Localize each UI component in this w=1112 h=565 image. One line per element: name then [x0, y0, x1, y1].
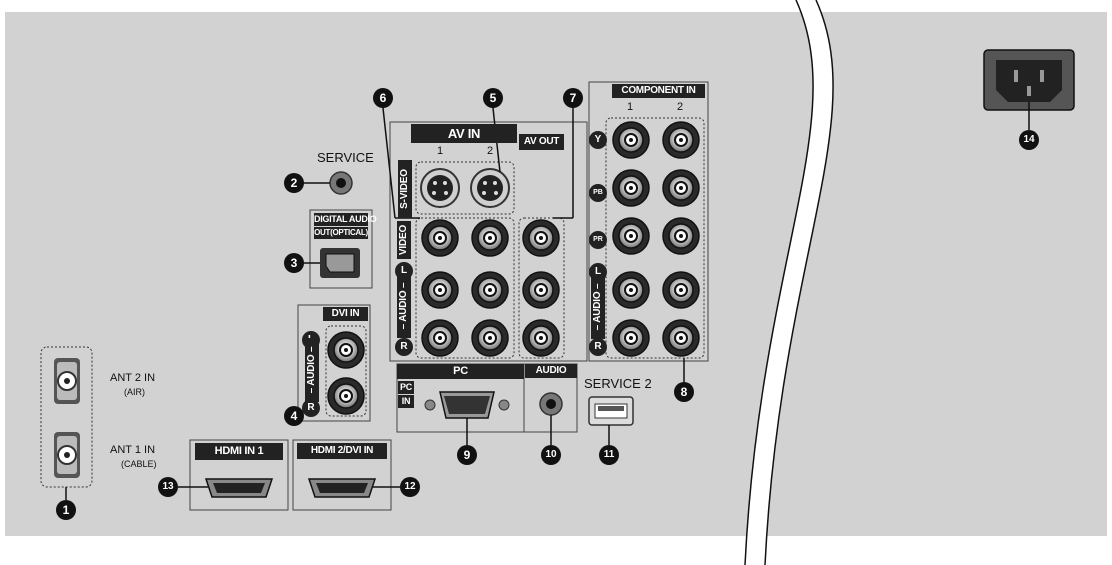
video-label: VIDEO	[397, 221, 411, 259]
comp1-audio-l-jack[interactable]	[612, 271, 650, 309]
dvi-audio-label: – AUDIO –	[305, 338, 319, 402]
ant2-sub-label: (AIR)	[124, 387, 145, 397]
panel-cut-line-right	[764, 0, 834, 565]
dvi-in-label: DVI IN	[323, 307, 368, 321]
s-video-label: S-VIDEO	[398, 160, 412, 218]
optical-out-port[interactable]	[320, 248, 360, 278]
comp2-pb-jack[interactable]	[662, 169, 700, 207]
hdmi2-port[interactable]	[307, 478, 377, 498]
panel-cut-fill	[745, 0, 834, 565]
digital-audio-sub-label: OUT(OPTICAL)	[314, 227, 368, 239]
av-out-label: AV OUT	[519, 134, 564, 150]
comp2-y-jack[interactable]	[662, 121, 700, 159]
ant1-connector[interactable]	[54, 432, 80, 478]
av-in-label: AV IN	[411, 124, 517, 143]
digital-audio-box	[309, 209, 373, 289]
component-1-label: 1	[627, 101, 634, 113]
hdmi1-port[interactable]	[204, 478, 274, 498]
ant2-connector[interactable]	[54, 358, 80, 404]
comp1-pr-jack[interactable]	[612, 217, 650, 255]
av-out-video-jack[interactable]	[522, 219, 560, 257]
av-in1-audio-r-jack[interactable]	[421, 319, 459, 357]
callout-11: 11	[599, 445, 619, 465]
component-pb-badge: PB	[589, 184, 607, 202]
component-group	[605, 117, 705, 359]
av-box	[389, 121, 588, 362]
callout-9: 9	[457, 445, 477, 465]
dvi-box	[297, 304, 371, 422]
ant2-label: ANT 2 IN	[110, 372, 156, 384]
component-pr-badge: PR	[589, 231, 607, 249]
callout-2: 2	[284, 173, 304, 193]
comp1-audio-r-jack[interactable]	[612, 319, 650, 357]
svideo-group	[415, 161, 515, 215]
component-box	[588, 81, 709, 362]
hdmi2-label: HDMI 2/DVI IN	[297, 443, 387, 459]
component-audio-label: – AUDIO –	[591, 275, 605, 339]
comp2-pr-jack[interactable]	[662, 217, 700, 255]
component-y-badge: Y	[589, 131, 607, 149]
callout6-leader-v	[382, 107, 396, 219]
panel-cut-line-left	[744, 0, 814, 565]
dvi-audio-l-jack[interactable]	[327, 331, 365, 369]
av-in2-video-jack[interactable]	[471, 219, 509, 257]
av-in1-audio-l-jack[interactable]	[421, 271, 459, 309]
service2-label: SERVICE 2	[584, 376, 652, 391]
hdmi1-box	[189, 439, 289, 511]
pc-vga-port[interactable]	[424, 391, 510, 419]
dvi-audio-r-badge: R	[302, 399, 320, 417]
comp1-pb-jack[interactable]	[612, 169, 650, 207]
callout-8: 8	[674, 382, 694, 402]
callout-14: 14	[1019, 130, 1039, 150]
component-in-label: COMPONENT IN	[612, 84, 705, 98]
rca-jacks	[327, 121, 700, 415]
service-label: SERVICE	[317, 150, 374, 165]
av-out-rca-group	[518, 217, 565, 359]
ant1-sub-label: (CABLE)	[121, 459, 157, 469]
svideo-port-2[interactable]	[470, 168, 510, 208]
pc-audio-jack[interactable]	[539, 392, 563, 416]
digital-audio-label: DIGITAL AUDIO	[314, 213, 377, 226]
pc-audio-header-label: AUDIO	[525, 364, 577, 378]
av-in2-audio-l-jack[interactable]	[471, 271, 509, 309]
callout-13: 13	[158, 477, 178, 497]
dvi-audio-r-jack[interactable]	[327, 377, 365, 415]
callout-1: 1	[56, 500, 76, 520]
callout-7: 7	[563, 88, 583, 108]
dvi-jack-group	[325, 325, 367, 417]
service2-usb-port[interactable]	[588, 396, 634, 426]
callout-5: 5	[483, 88, 503, 108]
av-in-2-label: 2	[487, 145, 494, 157]
comp2-audio-l-jack[interactable]	[662, 271, 700, 309]
power-socket[interactable]	[983, 49, 1075, 111]
av-out-audio-r-jack[interactable]	[522, 319, 560, 357]
component-2-label: 2	[677, 101, 684, 113]
callout-4: 4	[284, 406, 304, 426]
ant1-label: ANT 1 IN	[110, 444, 156, 456]
hdmi2-box	[292, 439, 392, 511]
callout-12: 12	[400, 477, 420, 497]
callout-6: 6	[373, 88, 393, 108]
av-in-rca-group	[415, 217, 515, 359]
component-audio-r-badge: R	[589, 338, 607, 356]
comp2-audio-r-jack[interactable]	[662, 319, 700, 357]
av-out-audio-l-jack[interactable]	[522, 271, 560, 309]
comp1-y-jack[interactable]	[612, 121, 650, 159]
hdmi1-label: HDMI IN 1	[195, 443, 283, 460]
service-jack[interactable]	[329, 171, 353, 195]
svideo-port-1[interactable]	[420, 168, 460, 208]
av-in1-video-jack[interactable]	[421, 219, 459, 257]
callout-10: 10	[541, 445, 561, 465]
pc-in-label-2: IN	[398, 395, 414, 408]
av-audio-r-badge: R	[395, 338, 413, 356]
av-in2-audio-r-jack[interactable]	[471, 319, 509, 357]
pc-in-label-1: PC	[398, 381, 414, 394]
callout-3: 3	[284, 253, 304, 273]
pc-header-label: PC	[397, 364, 524, 379]
av-audio-label: – AUDIO –	[397, 274, 411, 338]
av-in-1-label: 1	[437, 145, 444, 157]
